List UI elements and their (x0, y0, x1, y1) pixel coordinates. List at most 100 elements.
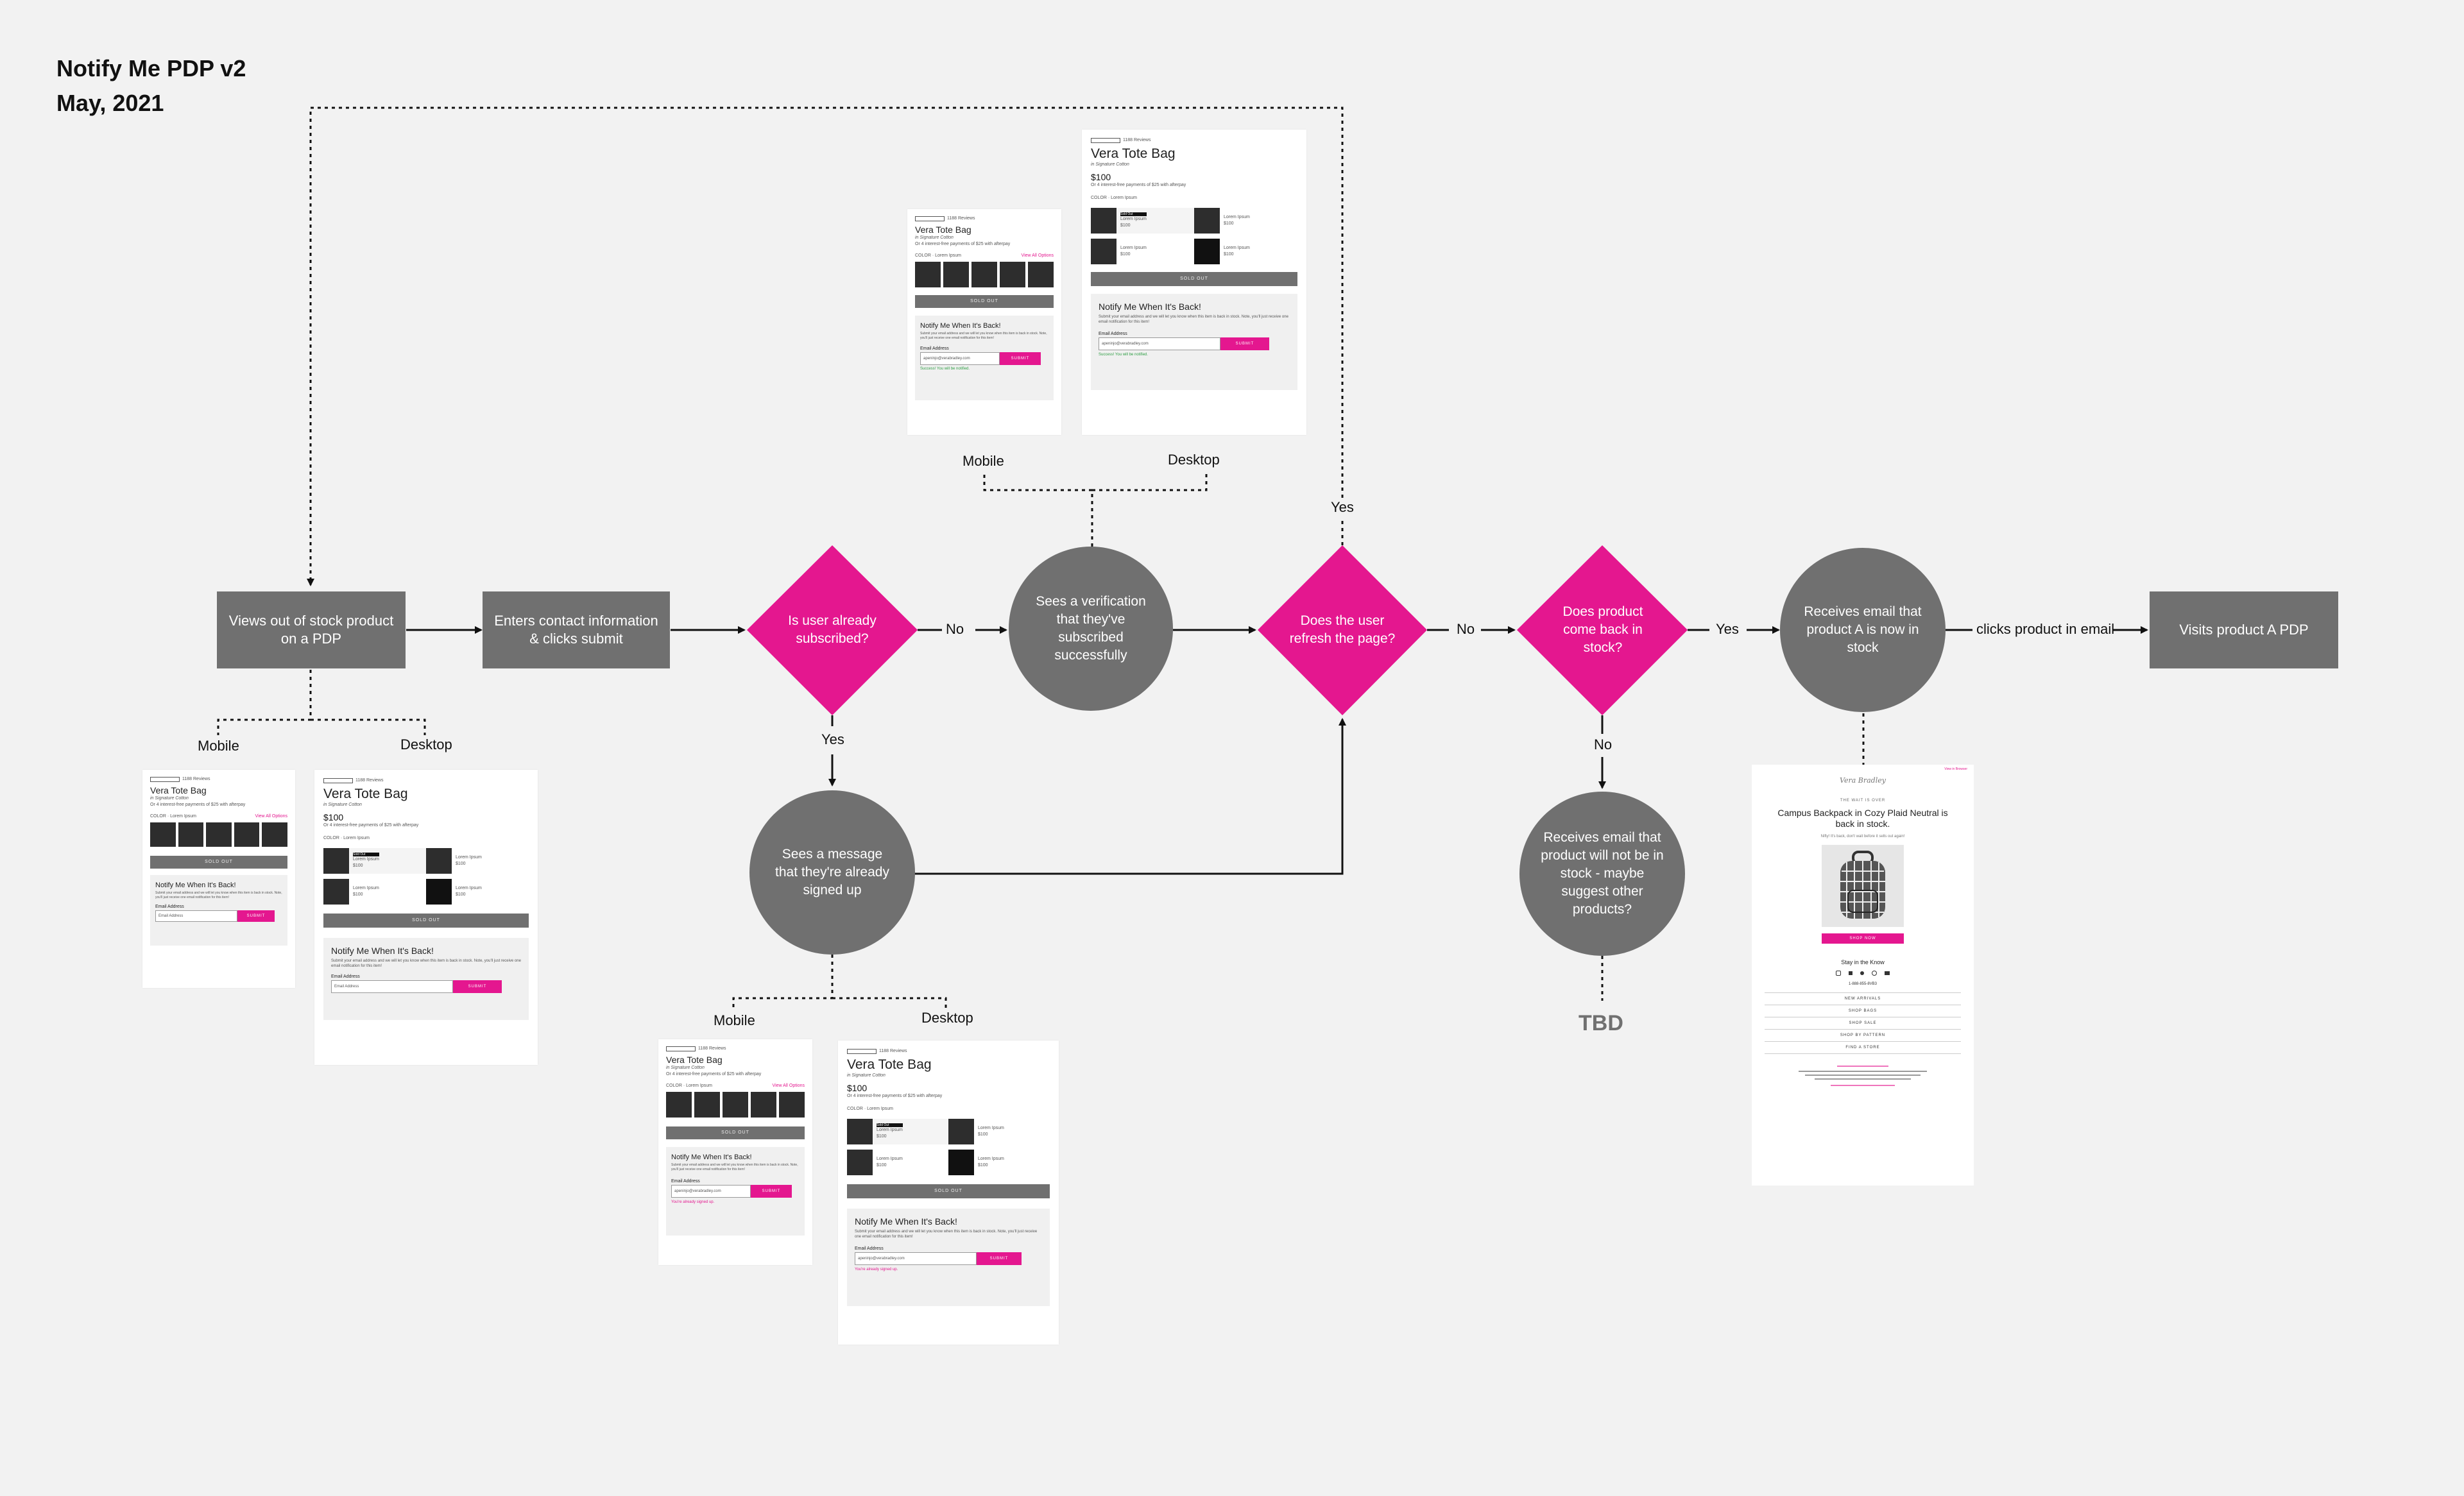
swatch[interactable] (779, 1092, 805, 1118)
product-subtitle: in Signature Cotton (323, 803, 362, 807)
item-name: Lorem Ipsum (456, 855, 482, 860)
sold-out-button[interactable]: SOLD OUT (323, 914, 529, 928)
swatch[interactable] (150, 822, 176, 847)
color-label: COLOR (1091, 196, 1107, 200)
product-thumbnail[interactable] (1091, 239, 1116, 264)
swatch[interactable] (262, 822, 287, 847)
product-thumbnail[interactable] (1091, 208, 1116, 234)
swatch[interactable] (1000, 262, 1025, 287)
email-body: Nifty! It's back, don't wait before it s… (1820, 835, 1905, 838)
product-subtitle: in Signature Cotton (666, 1066, 705, 1070)
product-thumbnail[interactable] (323, 879, 349, 905)
swatch[interactable] (178, 822, 204, 847)
swatch[interactable] (1028, 262, 1054, 287)
installments: Or 4 interest-free payments of $25 with … (1091, 183, 1186, 187)
product-thumbnail[interactable] (847, 1119, 873, 1144)
color-value: Lorem Ipsum (686, 1084, 712, 1088)
instagram-icon[interactable] (1836, 971, 1841, 976)
submit-button[interactable]: SUBMIT (1220, 337, 1269, 350)
swatch[interactable] (723, 1092, 748, 1118)
product-thumbnail[interactable] (1194, 208, 1220, 234)
twitter-icon[interactable] (1860, 971, 1864, 975)
product-thumbnail[interactable] (1194, 239, 1220, 264)
color-label: COLOR (150, 814, 166, 819)
email-input[interactable]: apeninjo@verabradley.com (671, 1185, 751, 1198)
notify-panel: Notify Me When It's Back! Submit your em… (323, 938, 529, 1020)
submit-button[interactable]: SUBMIT (453, 980, 502, 993)
email-label: Email Address (920, 346, 949, 351)
youtube-icon[interactable] (1885, 971, 1890, 975)
email-input[interactable]: apeninjo@verabradley.com (920, 352, 1000, 365)
submit-button[interactable]: SUBMIT (1000, 352, 1041, 365)
rating-stars (150, 777, 180, 782)
node-sees-already: Sees a message that they're already sign… (749, 790, 915, 955)
sold-out-button[interactable]: SOLD OUT (1091, 272, 1297, 286)
view-all-link[interactable]: View All Options (1021, 253, 1054, 258)
product-subtitle: in Signature Cotton (915, 235, 954, 240)
email-input[interactable]: Email Address (331, 980, 453, 993)
item-name: Lorem Ipsum (1120, 246, 1147, 250)
pinterest-icon[interactable] (1872, 971, 1877, 976)
product-image[interactable] (1822, 845, 1904, 927)
sold-out-button[interactable]: SOLD OUT (666, 1126, 805, 1139)
swatch[interactable] (915, 262, 941, 287)
color-value: Lorem Ipsum (1111, 196, 1137, 200)
footer-nav-item[interactable]: NEW ARRIVALS (1765, 992, 1961, 1005)
reviews-count: 1188 Reviews (1123, 138, 1151, 142)
notify-body: Submit your email address and we will le… (920, 332, 1047, 340)
notify-heading: Notify Me When It's Back! (331, 946, 434, 956)
item-price: $100 (978, 1132, 988, 1137)
product-thumbnail[interactable] (847, 1150, 873, 1175)
product-thumbnail[interactable] (323, 848, 349, 874)
label-already-subscribed: Is user already subscribed? (788, 613, 877, 646)
rating-stars (323, 778, 353, 783)
view-in-browser-link[interactable]: View in Browser (1944, 767, 1967, 771)
phone-number: 1-888-855-8VB3 (1848, 982, 1878, 986)
email-input[interactable]: apeninjo@verabradley.com (855, 1252, 977, 1265)
swatch[interactable] (943, 262, 969, 287)
swatch[interactable] (971, 262, 997, 287)
product-name: Vera Tote Bag (666, 1055, 723, 1065)
variant-desktop-a: Desktop (400, 736, 452, 752)
submit-button[interactable]: SUBMIT (237, 910, 275, 922)
installments: Or 4 interest-free payments of $25 with … (666, 1072, 762, 1076)
email-label: Email Address (671, 1179, 700, 1184)
footer-nav-item[interactable]: SHOP BY PATTERN (1765, 1029, 1961, 1041)
product-thumbnail[interactable] (948, 1119, 974, 1144)
swatch[interactable] (234, 822, 260, 847)
email-input[interactable]: apeninjo@verabradley.com (1099, 337, 1220, 350)
email-input[interactable]: Email Address (155, 910, 237, 922)
submit-button[interactable]: SUBMIT (977, 1252, 1022, 1265)
footer-nav-item[interactable]: SHOP BAGS (1765, 1005, 1961, 1017)
facebook-icon[interactable] (1849, 971, 1852, 975)
item-name: Lorem Ipsum (1120, 217, 1147, 221)
notify-heading: Notify Me When It's Back! (855, 1216, 957, 1227)
view-all-link[interactable]: View All Options (772, 1084, 805, 1088)
title-line-2: May, 2021 (56, 90, 164, 116)
footer-nav-item[interactable]: SHOP SALE (1765, 1017, 1961, 1029)
product-thumbnail[interactable] (426, 848, 452, 874)
notify-heading: Notify Me When It's Back! (920, 322, 1001, 330)
swatch[interactable] (666, 1092, 692, 1118)
reviews-count: 1188 Reviews (879, 1049, 907, 1053)
swatch[interactable] (751, 1092, 776, 1118)
item-price: $100 (877, 1134, 887, 1139)
swatch[interactable] (694, 1092, 720, 1118)
sold-out-button[interactable]: SOLD OUT (915, 295, 1054, 308)
item-price: $100 (978, 1163, 988, 1168)
sold-out-badge: Sold Out (353, 853, 379, 856)
shop-now-button[interactable]: SHOP NOW (1822, 933, 1904, 944)
sold-out-button[interactable]: SOLD OUT (150, 856, 287, 869)
page-title: Notify Me PDP v2 May, 2021 (56, 51, 246, 121)
item-price: $100 (353, 892, 363, 897)
footer-nav-item[interactable]: FIND A STORE (1765, 1041, 1961, 1054)
item-name: Lorem Ipsum (353, 886, 379, 890)
label-back-in-stock: Does product come back in stock? (1562, 604, 1643, 655)
product-thumbnail[interactable] (948, 1150, 974, 1175)
submit-button[interactable]: SUBMIT (751, 1185, 792, 1198)
view-all-link[interactable]: View All Options (255, 814, 287, 819)
sold-out-button[interactable]: SOLD OUT (847, 1184, 1050, 1198)
product-thumbnail[interactable] (426, 879, 452, 905)
swatch[interactable] (206, 822, 232, 847)
